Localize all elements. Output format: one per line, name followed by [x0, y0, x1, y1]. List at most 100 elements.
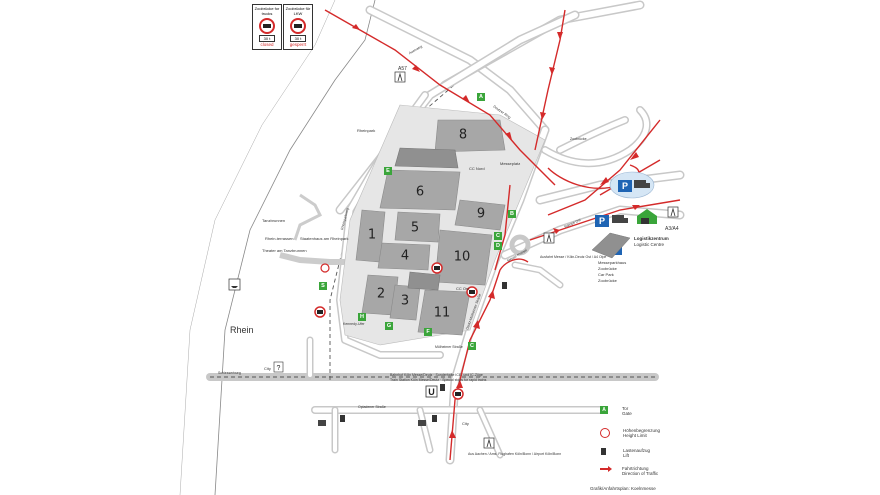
river-bank-east [214, 0, 376, 495]
weight-limit-sign-lkw: Zoobrücke für LKW 30 t gesperrt [283, 4, 313, 50]
logistik-title: Logistikzentrum [634, 236, 669, 241]
credit-label: Grafik/Anfahrtsplan: Koelnmesse [590, 486, 656, 491]
legend-text: Höhenbegrenzung Height Limit [623, 428, 661, 438]
messeplatz-label: Messeplatz [500, 161, 520, 166]
hall-number: 2 [377, 287, 385, 302]
legend-item-height: Höhenbegrenzung Height Limit [600, 428, 660, 438]
hall-number: 10 [454, 250, 471, 265]
direction-arrow-icon [600, 466, 612, 472]
schuessel-label: Schiessertweg [218, 371, 241, 375]
hall-number: 4 [401, 249, 409, 264]
no-trucks-icon [259, 18, 275, 34]
gate-h[interactable]: H [358, 313, 366, 321]
hall-number: 9 [477, 207, 485, 222]
legend-text: Lastenaufzug Lift [623, 448, 651, 458]
gate-g[interactable]: G [385, 322, 393, 330]
no-trucks-icon [290, 18, 306, 34]
hall-6-north [394, 147, 459, 169]
hall-number: 5 [411, 221, 419, 236]
aachen-label: Aus Aachen / Ams. Flughafen Köln/Bonn / … [468, 452, 561, 456]
weight-value: 30 t [259, 35, 275, 42]
svg-text:U: U [428, 387, 435, 397]
hall-4[interactable] [377, 242, 431, 271]
a3a4-label: A3/A4 [665, 226, 679, 232]
gate-s[interactable]: S [319, 282, 327, 290]
lift-icon [432, 415, 437, 422]
city-label-1: City [264, 366, 271, 371]
height-limit-signs [314, 262, 478, 400]
gate-icon: A [600, 406, 608, 414]
parking: P P P [591, 171, 657, 259]
gate-c[interactable]: C [494, 232, 502, 240]
hall-5[interactable] [394, 211, 441, 243]
bahnhof-en-label: Train Station Köln Messe/Deutz · Special… [390, 378, 487, 382]
parkhaus-label-3: Car Park [598, 272, 614, 277]
motorway-icon [394, 71, 406, 83]
sign-title: Zoobrücke for trucks [254, 6, 280, 16]
hall-number: 8 [459, 128, 467, 143]
logistics-centre-icon [637, 209, 657, 224]
a57-label: A57 [398, 66, 407, 72]
legend-text: Tor Gate [622, 406, 632, 416]
hall-number: 11 [434, 306, 451, 321]
kennedy-ufer-label: Kennedy-Ufer [343, 322, 365, 326]
gate-c-east: C [468, 342, 476, 350]
bahnhof-label: Bahnhof Köln Messe/Deutz · Sonderhalte I… [390, 373, 483, 377]
truck-icon [612, 215, 628, 223]
height-limit-icon [452, 388, 464, 400]
gates: A B C D E F G H S C [319, 93, 516, 350]
rheinterrassen-label: Rhein-terrassen [265, 236, 293, 241]
parking-icon: P [618, 180, 632, 192]
status-closed: closed [260, 42, 274, 47]
truck-icon [634, 180, 650, 188]
height-limit-icon [314, 306, 326, 318]
cc-ost-label: CC Ost [456, 286, 470, 291]
gate-f[interactable]: F [424, 328, 432, 336]
hall-11[interactable] [417, 289, 471, 336]
svg-text:E: E [386, 168, 390, 174]
status-gesperrt: gesperrt [289, 42, 307, 47]
legend-item-arrow: Fahrtrichtung Direction of Traffic [600, 466, 658, 476]
bus-icon [418, 420, 426, 426]
river-bank-west [179, 0, 336, 495]
route-arrowheads [352, 24, 640, 438]
gate-a[interactable]: A [477, 93, 485, 101]
gate-e[interactable]: E [384, 167, 392, 175]
autobahn-note: Ausfahrt Messe / Köln-Deutz Ost / A4 Olp… [540, 255, 606, 259]
motorway-icons: U ? [228, 71, 679, 449]
mulheim-label: Mülheimer Straße [435, 345, 463, 349]
weight-limit-sign-trucks: Zoobrücke for trucks 30 t closed [252, 4, 282, 50]
legend-item-gate: A Tor Gate [600, 406, 632, 416]
hall-number: 6 [416, 185, 424, 200]
ship-icon [228, 278, 241, 291]
hall-6[interactable] [379, 169, 461, 211]
svg-text:G: G [387, 323, 391, 329]
gate-b[interactable]: B [508, 210, 516, 218]
lift-icon [502, 282, 507, 289]
motorway-icon [483, 437, 495, 449]
zoobrucke-label: Zoobrücke [570, 137, 587, 141]
height-limit-icon [466, 286, 478, 298]
parking-icon: P [595, 215, 609, 227]
svg-text:A: A [479, 94, 483, 100]
height-limit-icon [600, 428, 610, 438]
weight-value: 30 t [290, 35, 306, 42]
gate-d[interactable]: D [494, 242, 502, 250]
motorway-icon [543, 232, 555, 244]
svg-text:P: P [599, 216, 605, 226]
staatenhaus-label: Staatenhaus am Rheinpark [300, 236, 348, 241]
svg-text:D: D [496, 243, 500, 249]
traffic-direction-routes [324, 9, 681, 461]
rampe-label: Rampe Ost [564, 218, 582, 229]
city-label-2: City [462, 421, 469, 426]
legend-text: Fahrtrichtung Direction of Traffic [622, 466, 659, 476]
parkhaus-label-4: Zoobrücke [598, 278, 618, 283]
underground-icon: U [425, 385, 438, 398]
hall-8[interactable] [434, 119, 506, 153]
svg-text:?: ? [277, 365, 281, 372]
hall-9[interactable] [454, 199, 506, 231]
svg-text:C: C [470, 343, 474, 349]
theater-label: Theater am Tanzbrunnen [262, 248, 307, 253]
motorway-icon [667, 206, 679, 218]
